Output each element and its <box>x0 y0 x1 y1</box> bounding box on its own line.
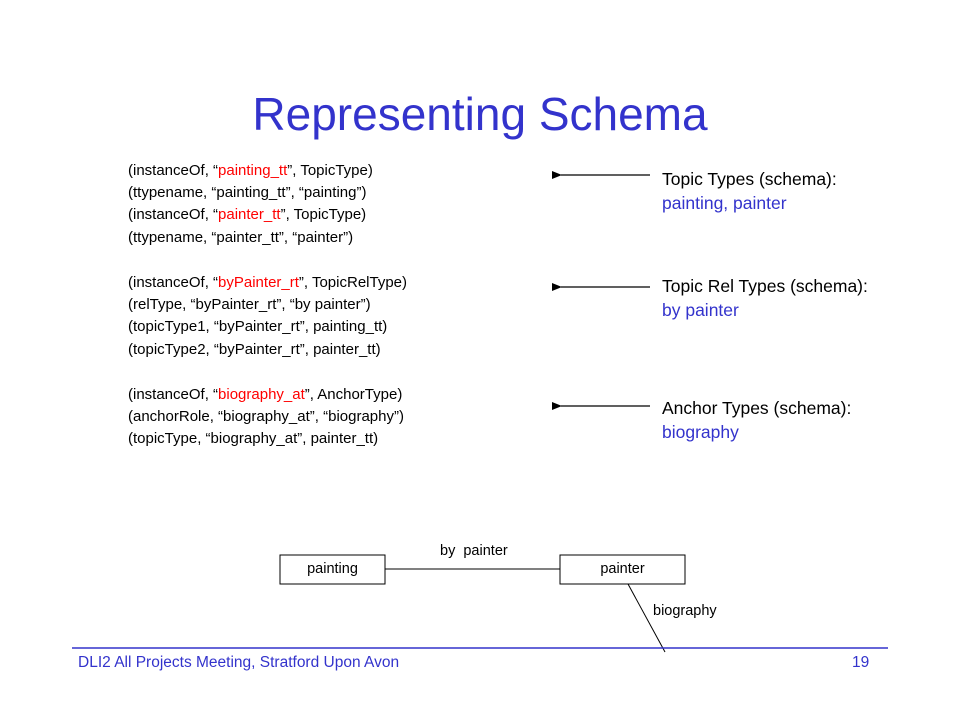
annotation-detail: painting, painter <box>662 193 787 213</box>
code-block-topic-rel-types: (instanceOf, “byPainter_rt”, TopicRelTyp… <box>128 272 407 361</box>
annotation-heading: Topic Types (schema): <box>662 169 837 189</box>
box-painting <box>279 554 386 585</box>
annotation-anchor-types: Anchor Types (schema): biography <box>662 396 851 444</box>
annotation-detail: by painter <box>662 300 739 320</box>
code-line: (ttypename, “painting_tt”, “painting”) <box>128 184 367 202</box>
box-painter-label: painter <box>600 561 645 577</box>
code-block-topic-types: (instanceOf, “painting_tt”, TopicType) (… <box>128 160 373 249</box>
footer-text: DLI2 All Projects Meeting, Stratford Upo… <box>78 654 400 671</box>
annotation-heading: Anchor Types (schema): <box>662 398 852 418</box>
annotation-topic-types: Topic Types (schema): painting, painter <box>662 167 837 215</box>
anchor-line <box>627 583 666 653</box>
code-line: (instanceOf, “painting_tt”, TopicType) <box>128 162 373 179</box>
code-line: (instanceOf, “biography_at”, AnchorType) <box>128 386 403 403</box>
code-line: (ttypename, “painter_tt”, “painter”) <box>128 228 354 246</box>
anchor-label: biography <box>653 603 717 619</box>
code-line: (topicType1, “byPainter_rt”, painting_tt… <box>128 318 388 336</box>
code-line: (instanceOf, “painter_tt”, TopicType) <box>128 206 367 224</box>
annotation-topic-rel-types: Topic Rel Types (schema): by painter <box>662 274 868 322</box>
page-title: Representing Schema <box>252 88 708 140</box>
box-painting-label: painting <box>307 561 358 577</box>
annotation-heading: Topic Rel Types (schema): <box>662 276 868 296</box>
box-painter <box>559 554 686 585</box>
code-line: (instanceOf, “byPainter_rt”, TopicRelTyp… <box>128 274 408 291</box>
annotation-detail: biography <box>662 422 739 442</box>
code-line: (topicType2, “byPainter_rt”, painter_tt) <box>128 340 381 358</box>
code-line: (anchorRole, “biography_at”, “biography”… <box>128 408 404 426</box>
code-line: (relType, “byPainter_rt”, “by painter”) <box>128 296 371 314</box>
code-block-anchor-types: (instanceOf, “biography_at”, AnchorType)… <box>128 384 404 451</box>
code-line: (topicType, “biography_at”, painter_tt) <box>128 430 379 448</box>
relation-label: by painter <box>440 543 508 559</box>
page-number: 19 <box>852 654 870 671</box>
